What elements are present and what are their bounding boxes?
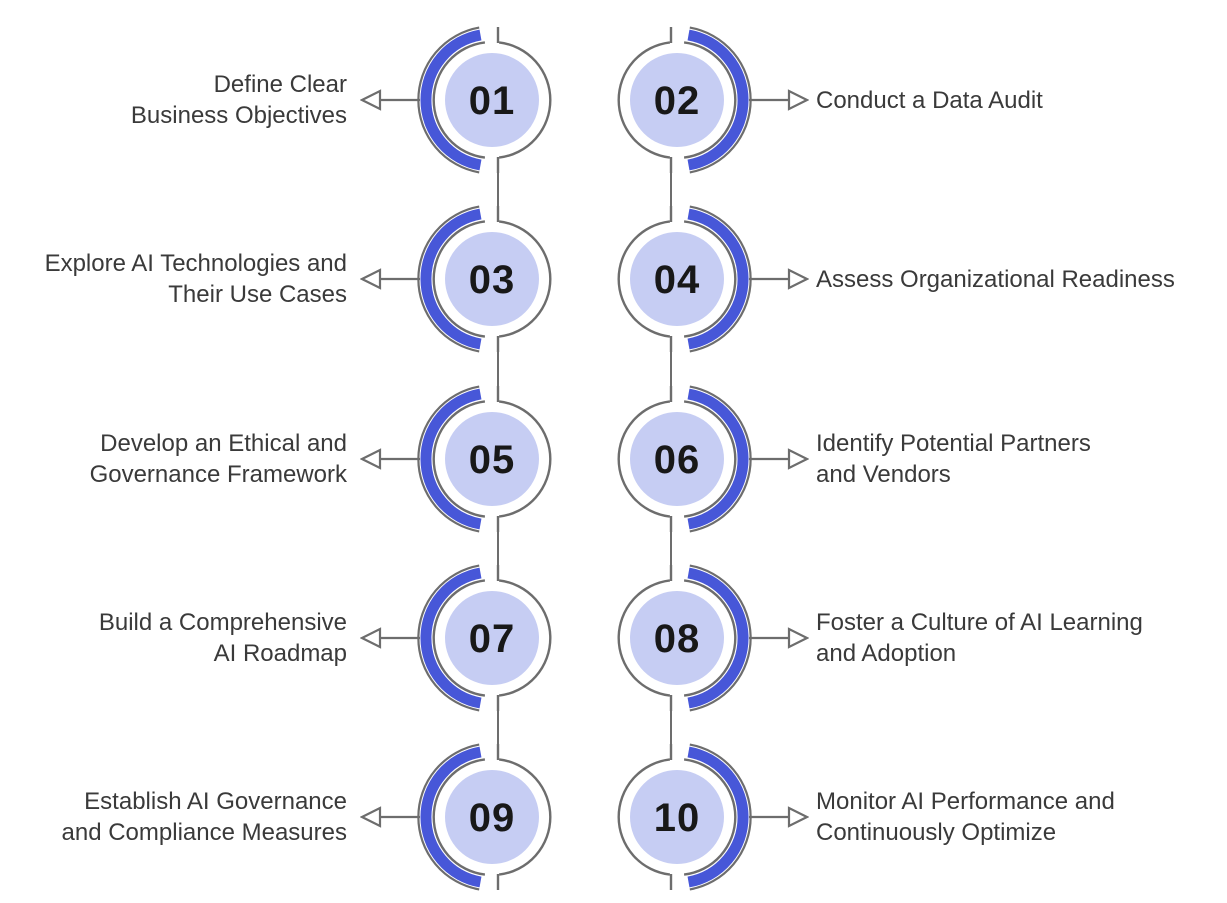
ring-outline xyxy=(683,758,737,876)
step-label: Define Clear Business Objectives xyxy=(130,71,347,129)
ring-outline xyxy=(498,400,552,518)
ring-outline xyxy=(432,758,486,876)
step-number: 03 xyxy=(469,258,516,302)
left-arrow-icon xyxy=(360,86,420,114)
number-disc xyxy=(630,53,724,147)
accent-arc xyxy=(687,567,749,709)
connector-line xyxy=(497,709,499,747)
step-label: Assess Organizational Readiness xyxy=(816,265,1175,293)
number-disc xyxy=(630,591,724,685)
step-node-10: 10 xyxy=(597,737,757,897)
step-label: Build a Comprehensive AI Roadmap xyxy=(98,609,347,667)
step-node-06: 06 xyxy=(597,379,757,539)
ring-outline xyxy=(498,579,552,697)
ring-outline xyxy=(498,41,552,159)
step-number: 04 xyxy=(654,258,701,302)
ring-outline xyxy=(683,220,737,338)
right-arrow-icon xyxy=(749,265,809,293)
right-arrow-icon xyxy=(749,624,809,652)
accent-arc xyxy=(420,208,482,350)
connector-line xyxy=(497,171,499,208)
step-number: 01 xyxy=(469,79,516,123)
step-label: Monitor AI Performance and Continuously … xyxy=(816,788,1115,846)
right-arrow-icon xyxy=(749,445,809,473)
step-number: 09 xyxy=(469,796,516,840)
accent-arc xyxy=(687,29,749,171)
ring-outline xyxy=(432,220,486,338)
number-disc xyxy=(445,232,539,326)
accent-arc xyxy=(420,567,482,709)
left-arrow-icon xyxy=(360,803,420,831)
right-arrow-icon xyxy=(749,803,809,831)
connector-line xyxy=(670,350,672,388)
ring-outline xyxy=(683,41,737,159)
step-label: Conduct a Data Audit xyxy=(816,86,1043,114)
left-arrow-icon xyxy=(360,624,420,652)
right-arrow-icon xyxy=(749,86,809,114)
step-node-08: 08 xyxy=(597,558,757,718)
accent-arc xyxy=(420,29,482,171)
connector-line xyxy=(497,350,499,388)
step-label: Identify Potential Partners and Vendors xyxy=(816,430,1091,488)
step-number: 06 xyxy=(654,438,701,482)
step-node-01: 01 xyxy=(412,20,572,180)
accent-arc xyxy=(687,208,749,350)
step-node-03: 03 xyxy=(412,199,572,359)
step-number: 05 xyxy=(469,438,516,482)
connector-line xyxy=(670,530,672,568)
step-number: 07 xyxy=(469,617,516,661)
ring-outline xyxy=(432,41,486,159)
ring-outline xyxy=(617,41,671,159)
step-node-07: 07 xyxy=(412,558,572,718)
step-node-05: 05 xyxy=(412,379,572,539)
step-node-09: 09 xyxy=(412,737,572,897)
left-arrow-icon xyxy=(360,445,420,473)
step-number: 08 xyxy=(654,617,701,661)
left-arrow-icon xyxy=(360,265,420,293)
connector-line xyxy=(497,530,499,568)
step-number: 02 xyxy=(654,79,701,123)
accent-arc xyxy=(420,388,482,530)
number-disc xyxy=(630,232,724,326)
accent-arc xyxy=(687,746,749,888)
connector-line xyxy=(670,709,672,747)
step-node-02: 02 xyxy=(597,20,757,180)
ring-outline xyxy=(617,400,671,518)
number-disc xyxy=(445,53,539,147)
accent-arc xyxy=(687,388,749,530)
ring-outline xyxy=(617,579,671,697)
number-disc xyxy=(630,770,724,864)
step-node-04: 04 xyxy=(597,199,757,359)
number-disc xyxy=(445,770,539,864)
connector-line xyxy=(670,171,672,208)
accent-arc xyxy=(420,746,482,888)
ring-outline xyxy=(432,579,486,697)
step-label: Foster a Culture of AI Learning and Adop… xyxy=(816,609,1143,667)
step-label: Develop an Ethical and Governance Framew… xyxy=(89,430,347,488)
ring-outline xyxy=(617,758,671,876)
ring-outline xyxy=(683,579,737,697)
ring-outline xyxy=(498,758,552,876)
step-label: Explore AI Technologies and Their Use Ca… xyxy=(44,250,347,308)
number-disc xyxy=(445,591,539,685)
number-disc xyxy=(445,412,539,506)
ring-outline xyxy=(432,400,486,518)
step-number: 10 xyxy=(654,796,701,840)
ring-outline xyxy=(617,220,671,338)
step-label: Establish AI Governance and Compliance M… xyxy=(61,788,347,846)
number-disc xyxy=(630,412,724,506)
ring-outline xyxy=(683,400,737,518)
ring-outline xyxy=(498,220,552,338)
